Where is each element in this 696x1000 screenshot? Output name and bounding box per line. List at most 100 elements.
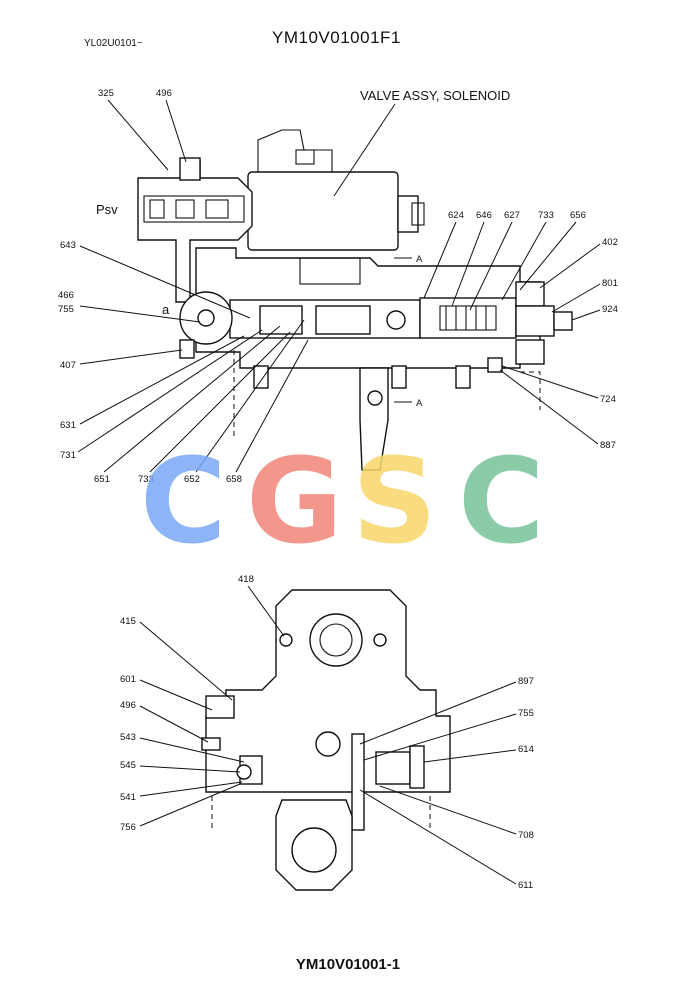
spring-646 bbox=[439, 305, 497, 331]
shaft-end bbox=[315, 731, 341, 757]
leader-631 bbox=[79, 335, 245, 425]
callout-415: 415 bbox=[120, 616, 136, 627]
pilot-spool-land2 bbox=[175, 199, 195, 219]
leader-402 bbox=[539, 243, 601, 289]
leader-887 bbox=[499, 369, 599, 445]
leader-708 bbox=[379, 785, 517, 835]
callout-658: 658 bbox=[226, 474, 242, 485]
leader-656 bbox=[519, 221, 577, 291]
leader-646 bbox=[451, 221, 485, 307]
callout-325: 325 bbox=[98, 88, 114, 99]
drawing-title: YM10V01001F1 bbox=[272, 28, 401, 47]
callout-496-bottom: 496 bbox=[120, 700, 136, 711]
leader-733-left bbox=[149, 331, 291, 473]
callout-545: 545 bbox=[120, 760, 136, 771]
leader-733-right bbox=[501, 221, 547, 301]
callout-801: 801 bbox=[602, 278, 618, 289]
pilot-spool-land1 bbox=[149, 199, 165, 219]
leader-418 bbox=[247, 585, 285, 637]
top-assembly-drawing: VALVE ASSY, SOLENOID Psv a A A bbox=[96, 88, 573, 471]
piston-631 bbox=[315, 305, 371, 335]
callout-631: 631 bbox=[60, 420, 76, 431]
pump-body bbox=[205, 589, 451, 793]
watermark-letter-3: S bbox=[352, 432, 437, 570]
callout-756: 756 bbox=[120, 822, 136, 833]
leader-415 bbox=[139, 621, 233, 701]
leader-543 bbox=[139, 737, 245, 763]
callout-755: 755 bbox=[58, 304, 74, 315]
nut-402 bbox=[515, 281, 545, 307]
top-callouts: 325 496 643 466 755 407 631 731 651 733 … bbox=[58, 88, 618, 485]
bolt-407 bbox=[179, 339, 195, 359]
section-a-top: A bbox=[416, 254, 423, 265]
cover-601 bbox=[205, 695, 235, 719]
port-bore bbox=[319, 623, 353, 657]
drawing-range-code: YL02U0101~ bbox=[84, 38, 143, 49]
port-boss bbox=[309, 613, 363, 667]
solenoid-cap bbox=[411, 202, 425, 226]
callout-496: 496 bbox=[156, 88, 172, 99]
bottom-callouts: 418 415 601 496 543 545 541 756 897 755 … bbox=[120, 574, 534, 891]
pin-755 bbox=[197, 309, 215, 327]
callout-708: 708 bbox=[518, 830, 534, 841]
leader-601 bbox=[139, 679, 213, 711]
watermark: C G S C bbox=[140, 432, 545, 570]
pin-731 bbox=[386, 310, 406, 330]
leader-545 bbox=[139, 765, 241, 773]
callout-651: 651 bbox=[94, 474, 110, 485]
foot-left bbox=[253, 365, 269, 389]
leader-496 bbox=[165, 99, 187, 163]
leader-724 bbox=[501, 365, 599, 399]
callout-601: 601 bbox=[120, 674, 136, 685]
section-a-bottom: A bbox=[416, 398, 423, 409]
callout-624: 624 bbox=[448, 210, 464, 221]
foot-right bbox=[455, 365, 471, 389]
port-a-label: a bbox=[162, 302, 170, 317]
footer-drawing-number: YM10V01001-1 bbox=[295, 956, 401, 973]
leader-756 bbox=[139, 783, 241, 827]
callout-466: 466 bbox=[58, 290, 74, 301]
leader-407 bbox=[79, 349, 183, 365]
valve-assy-leader bbox=[333, 103, 396, 197]
leader-924 bbox=[571, 309, 601, 321]
leader-897 bbox=[359, 681, 517, 745]
watermark-letter-4: C bbox=[458, 432, 545, 570]
screw-614 bbox=[375, 751, 411, 785]
valve-assy-label: VALVE ASSY, SOLENOID bbox=[360, 88, 510, 103]
leader-755-bottom bbox=[363, 713, 517, 761]
connector-pin bbox=[295, 149, 315, 165]
leader-627 bbox=[469, 221, 513, 311]
watermark-letter-2: G bbox=[246, 432, 343, 570]
plug-496 bbox=[179, 157, 201, 181]
leader-643 bbox=[79, 245, 251, 319]
callout-656: 656 bbox=[570, 210, 586, 221]
callout-897: 897 bbox=[518, 676, 534, 687]
callout-627: 627 bbox=[504, 210, 520, 221]
callout-887: 887 bbox=[600, 440, 616, 451]
pilot-spool-bore bbox=[143, 195, 245, 223]
solenoid-nut bbox=[397, 195, 419, 233]
callout-733-left: 733 bbox=[138, 474, 154, 485]
pilot-spool-land3 bbox=[205, 199, 229, 219]
spring-coils bbox=[445, 306, 487, 330]
leader-496-bottom bbox=[139, 705, 209, 743]
solenoid-body bbox=[247, 171, 399, 251]
leader-614 bbox=[423, 749, 517, 763]
adj-screw-801 bbox=[515, 305, 555, 337]
leader-801 bbox=[551, 283, 601, 313]
psv-port-label: Psv bbox=[96, 202, 118, 217]
callout-924: 924 bbox=[602, 304, 618, 315]
callout-652: 652 bbox=[184, 474, 200, 485]
callout-543: 543 bbox=[120, 732, 136, 743]
spring-case-624 bbox=[419, 297, 517, 339]
callout-724: 724 bbox=[600, 394, 616, 405]
bolt-right bbox=[373, 633, 387, 647]
callout-614: 614 bbox=[518, 744, 534, 755]
leader-651 bbox=[103, 325, 281, 473]
screw-924 bbox=[553, 311, 573, 331]
callout-733-right: 733 bbox=[538, 210, 554, 221]
piston-652 bbox=[259, 305, 303, 335]
leader-624 bbox=[423, 221, 457, 299]
plug-724 bbox=[487, 357, 503, 373]
